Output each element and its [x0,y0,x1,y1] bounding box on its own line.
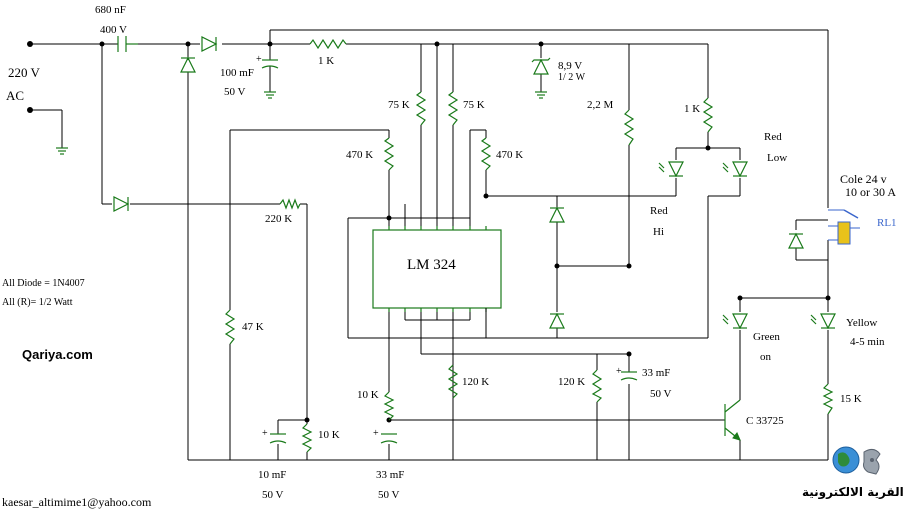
label-relay-title-1: Cole 24 v [840,172,887,186]
junction-dots [27,41,831,423]
label-cap-33mf-bottom: 33 mF [376,469,404,481]
label-cap-100mf-voltage: 50 V [224,86,246,98]
label-ic-name: LM 324 [407,257,456,273]
label-res-75k-left: 75 K [388,99,410,111]
label-mains-voltage: 220 V [8,65,41,80]
led-yellow [810,313,836,330]
label-led-red-hi-1: Red [650,205,668,217]
label-res-120k-mid: 120 K [462,376,489,388]
globe-logo-icon [832,446,881,475]
diode-lower-left [113,196,130,212]
label-cap-10mf-voltage: 50 V [262,489,284,501]
label-res-1k-led: 1 K [684,103,700,115]
label-site-name: Qariya.com [22,347,93,362]
label-relay-name: RL1 [877,217,897,229]
capacitor-33mf-bottom: + [373,428,398,444]
label-cap-c1-voltage: 400 V [100,24,127,36]
label-led-red-low-2: Low [767,152,787,164]
led-red-low [722,161,748,178]
capacitor-10mf: + [262,428,287,444]
label-led-red-low-1: Red [764,131,782,143]
label-cap-33mf-right-voltage: 50 V [650,388,672,400]
label-cap-c1-value: 680 nF [95,4,126,16]
led-green [722,313,748,330]
label-transistor-name: C 33725 [746,415,784,427]
label-author-email: kaesar_altimime1@yahoo.com [2,495,152,509]
label-cap-10mf: 10 mF [258,469,286,481]
label-res-120k-right: 120 K [558,376,585,388]
label-cap-33mf-bottom-voltage: 50 V [378,489,400,501]
label-led-yellow-1: Yellow [846,317,877,329]
label-res-470k-left: 470 K [346,149,373,161]
diode-mid-upper [549,206,565,223]
capacitor-680nf [117,36,138,52]
label-res-10k-bottom: 10 K [318,429,340,441]
label-res-15k: 15 K [840,393,862,405]
ic-pins [388,226,487,312]
diode-left [180,56,196,73]
label-res-47k: 47 K [242,321,264,333]
label-res-75k-right: 75 K [463,99,485,111]
svg-text:+: + [616,366,622,377]
label-cap-100mf: 100 mF [220,67,254,79]
label-res-10k-mid: 10 K [357,389,379,401]
label-zener-voltage: 8,9 V [558,60,582,72]
label-led-red-hi-2: Hi [653,226,664,238]
label-cap-33mf-right: 33 mF [642,367,670,379]
diode-relay [788,232,804,249]
capacitor-100mf: + [256,54,279,69]
label-res-1k-top: 1 K [318,55,334,67]
svg-text:+: + [373,428,379,439]
led-red-hi [658,161,684,178]
svg-text:+: + [262,428,268,439]
label-note-diodes: All Diode = 1N4007 [2,278,85,289]
label-logo-arabic: القرية الالكترونية [802,485,904,500]
wires [30,29,829,461]
ground-symbol [56,91,547,155]
diode-mid-lower [549,312,565,329]
capacitor-33mf-right: + [616,366,638,381]
label-relay-title-2: 10 or 30 A [845,185,896,199]
label-res-220k: 220 K [265,213,292,225]
ic-lm324-body [372,229,502,309]
svg-text:+: + [256,54,262,65]
label-res-470k-right: 470 K [496,149,523,161]
label-mains-type: AC [6,88,24,103]
diode-top [201,36,218,52]
relay-rl1 [828,209,860,245]
label-zener-power: 1/ 2 W [558,72,586,83]
label-note-resistors: All (R)= 1/2 Watt [2,297,73,308]
zener-diode [531,57,551,75]
label-led-yellow-2: 4-5 min [850,336,885,348]
label-led-green-1: Green [753,331,780,343]
label-res-2m2: 2,2 M [587,99,614,111]
label-led-green-2: on [760,351,772,363]
resistors [224,38,834,453]
transistor [724,399,741,441]
